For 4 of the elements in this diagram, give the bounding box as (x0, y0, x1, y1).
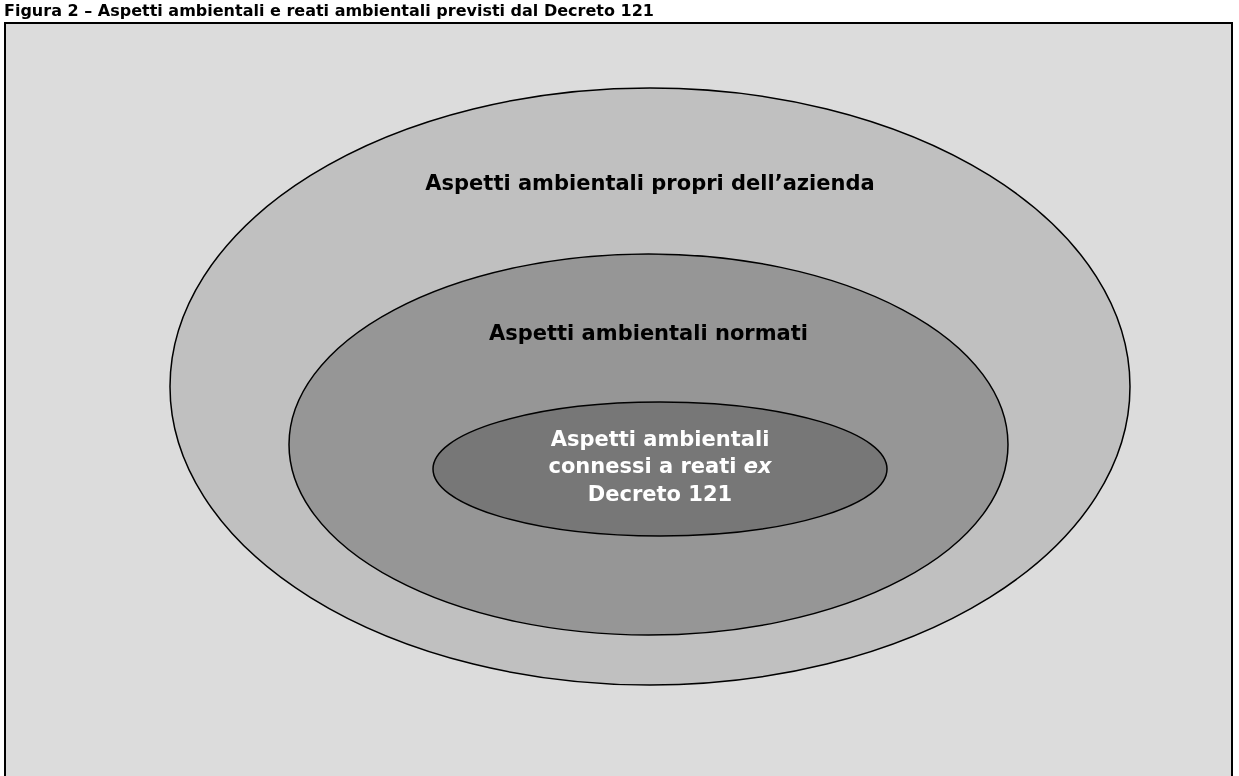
region-label: Aspetti ambientali normati (488, 320, 809, 347)
region-label: Aspetti ambientali connessi a reati ex Decreto 121 (547, 426, 773, 508)
figure-title: Figura 2 – Aspetti ambientali e reati ambientali previsti dal Decreto 121 (4, 1, 654, 20)
region-label: Aspetti ambientali propri dell’azienda (424, 170, 876, 197)
